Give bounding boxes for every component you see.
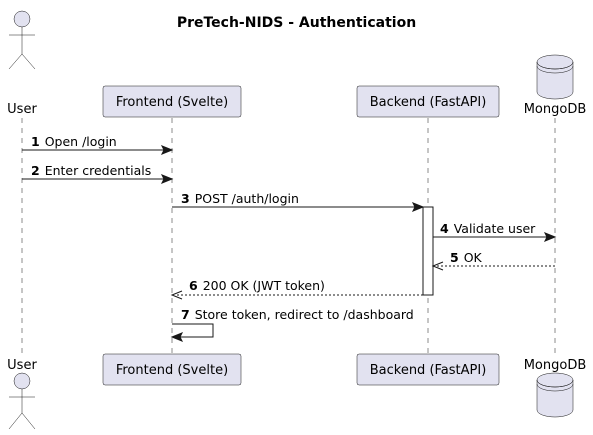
mongodb-database-top: MongoDB	[524, 54, 587, 117]
database-icon	[536, 372, 574, 418]
mongodb-label-bottom: MongoDB	[524, 358, 587, 373]
frontend-label-bottom: Frontend (Svelte)	[116, 363, 228, 378]
backend-participant-bottom: Backend (FastAPI)	[356, 353, 500, 386]
user-label-bottom: User	[7, 358, 37, 373]
mongodb-database-bottom: MongoDB	[524, 358, 587, 418]
user-actor-bottom: User	[7, 358, 37, 430]
actor-icon	[8, 10, 36, 70]
backend-activation-bar	[422, 206, 434, 296]
backend-label-top: Backend (FastAPI)	[370, 95, 487, 110]
user-label-top: User	[7, 102, 37, 117]
user-actor-top: User	[7, 10, 37, 117]
frontend-label-top: Frontend (Svelte)	[116, 95, 228, 110]
frontend-participant-bottom: Frontend (Svelte)	[102, 353, 242, 386]
backend-participant-top: Backend (FastAPI)	[356, 85, 500, 118]
database-icon	[536, 54, 574, 100]
diagram-title: PreTech-NIDS - Authentication	[177, 15, 416, 31]
frontend-participant-top: Frontend (Svelte)	[102, 85, 242, 118]
actor-icon	[8, 372, 36, 430]
backend-label-bottom: Backend (FastAPI)	[370, 363, 487, 378]
mongodb-label-top: MongoDB	[524, 102, 587, 117]
